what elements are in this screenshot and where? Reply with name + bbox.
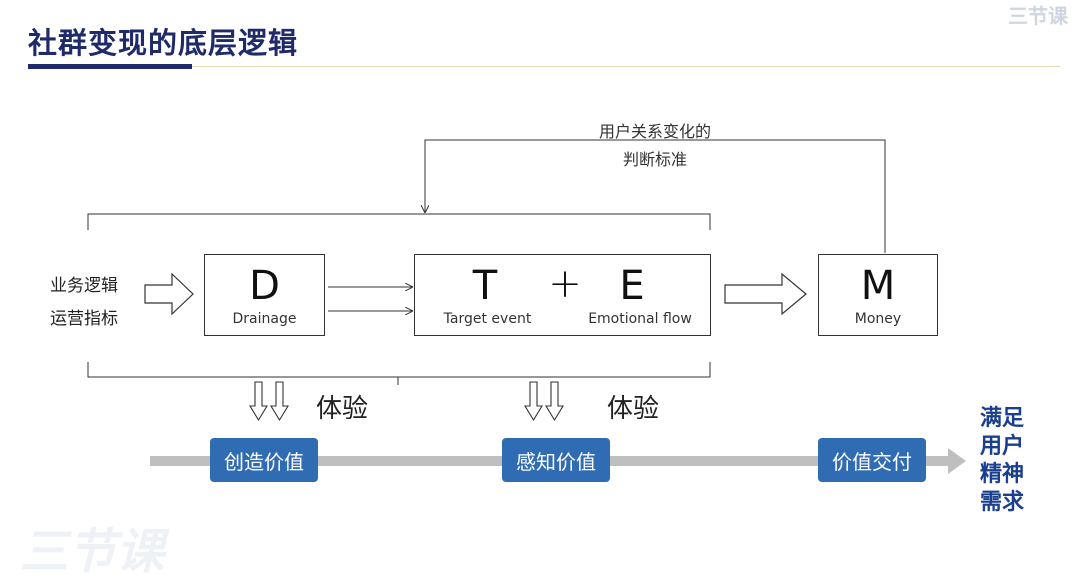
bottom-bracket [87,362,711,385]
stage-deliver-value: 价值交付 [818,438,926,482]
stage-create-value: 创造价值 [210,438,318,482]
box-t-letter: T [472,263,498,309]
box-money: M Money [818,254,938,336]
box-d-sub: Drainage [232,311,297,327]
box-target-emotion: T + E Target event Emotional flow [414,254,711,336]
title-divider [192,66,1060,67]
plus-icon: + [548,261,582,307]
box-m-sub: Money [854,311,902,327]
title-underline [28,64,192,69]
feedback-loop-line [425,139,886,253]
feedback-label-line1: 用户关系变化的 [598,122,711,141]
box-e-letter: E [619,263,645,309]
brand-logo: 三节课 [1008,4,1068,28]
experience-arrows-right [524,381,564,422]
stage-perceive-value: 感知价值 [502,438,610,482]
box-d-letter: D [249,263,280,309]
timeline-arrowhead [948,448,966,474]
feedback-label-line2: 判断标准 [622,150,687,169]
box-drainage: D Drainage [204,254,325,336]
box-t-sub: Target event [443,311,532,327]
page-title: 社群变现的底层逻辑 [28,26,299,60]
brand-watermark: 三节课 [20,524,165,580]
experience-arrows-left [249,381,289,422]
te-to-m-arrow [724,272,807,316]
experience-label-right: 体验 [607,394,660,424]
box-e-sub: Emotional flow [588,311,692,327]
input-arrow [144,272,194,316]
box-m-letter: M [860,263,896,309]
input-ops-metrics: 运营指标 [50,309,118,329]
input-business-logic: 业务逻辑 [50,276,118,296]
top-bracket [87,213,711,230]
experience-label-left: 体验 [316,394,369,424]
final-goal: 满足用户精神需求 [980,406,1025,515]
